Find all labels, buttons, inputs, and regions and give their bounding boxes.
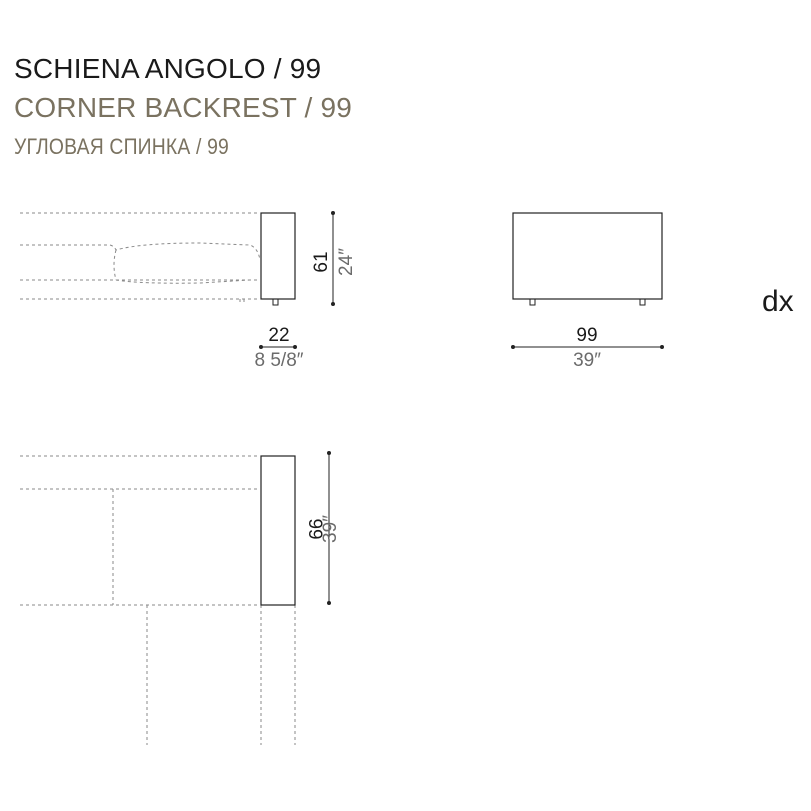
front-view-foot-left — [529, 298, 536, 306]
front-view-width-cm: 99 — [576, 325, 597, 346]
top-view-length-in: 39″ — [320, 515, 341, 543]
front-view: 99 39″ — [511, 212, 664, 371]
front-view-foot-right — [639, 298, 646, 306]
side-view-foot — [272, 298, 279, 306]
top-view-backrest-outline — [260, 455, 296, 606]
front-view-backrest-outline — [512, 212, 663, 300]
title-russian: УГЛОВАЯ СПИНКА / 99 — [14, 134, 230, 159]
top-view: 99 39″ — [20, 451, 341, 745]
orientation-label: dx — [762, 285, 794, 318]
side-view-width-in: 8 5/8″ — [255, 350, 304, 371]
side-view-height-cm: 61 — [311, 251, 332, 272]
side-view-context-dashed — [20, 212, 261, 304]
side-view: 61 24″ 22 8 5/8″ — [20, 211, 357, 371]
title-italian: SCHIENA ANGOLO / 99 — [14, 53, 322, 84]
side-view-width-cm: 22 — [268, 325, 289, 346]
title-english: CORNER BACKREST / 99 — [14, 92, 353, 123]
top-view-length-cm: 99 — [304, 518, 325, 539]
side-view-backrest-outline — [260, 212, 296, 300]
side-view-height-in: 24″ — [336, 248, 357, 276]
front-view-width-in: 39″ — [573, 350, 601, 371]
top-view-context-dashed — [20, 455, 296, 745]
